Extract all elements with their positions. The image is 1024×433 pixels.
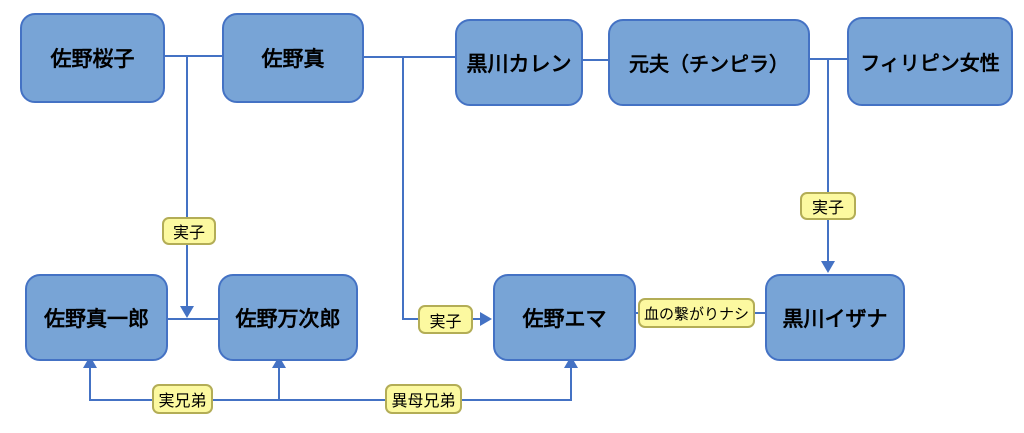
node-kurokawa-karen: 黒川カレン: [455, 19, 583, 106]
node-filipina-woman: フィリピン女性: [847, 17, 1013, 106]
edge-label-real-brothers: 実兄弟: [152, 384, 213, 414]
node-sano-manjiro: 佐野万次郎: [218, 274, 358, 361]
arrowhead-right-emma: [480, 312, 492, 326]
edge-label-jisshi-left: 実子: [162, 217, 216, 245]
arrowhead-down-izana: [821, 261, 835, 273]
node-ex-husband: 元夫（チンピラ）: [608, 19, 810, 106]
edge-label-half-brothers: 異母兄弟: [385, 384, 462, 414]
edge-label-jisshi-mid: 実子: [418, 305, 473, 334]
edge-sibling-bus: [89, 367, 572, 401]
node-sano-shinichiro: 佐野真一郎: [25, 274, 168, 361]
arrowhead-up-manjiro: [272, 356, 286, 368]
node-sano-shin: 佐野真: [222, 13, 364, 103]
node-kurokawa-izana: 黒川イザナ: [765, 274, 905, 361]
arrowhead-up-shinichiro: [83, 356, 97, 368]
edge-label-no-blood-relation: 血の繋がりナシ: [638, 298, 755, 328]
arrowhead-down-sons: [180, 306, 194, 318]
edge-label-jisshi-right: 実子: [800, 192, 856, 220]
node-sano-sakurako: 佐野桜子: [20, 13, 165, 103]
arrowhead-up-emma: [564, 356, 578, 368]
node-sano-emma: 佐野エマ: [493, 274, 636, 361]
